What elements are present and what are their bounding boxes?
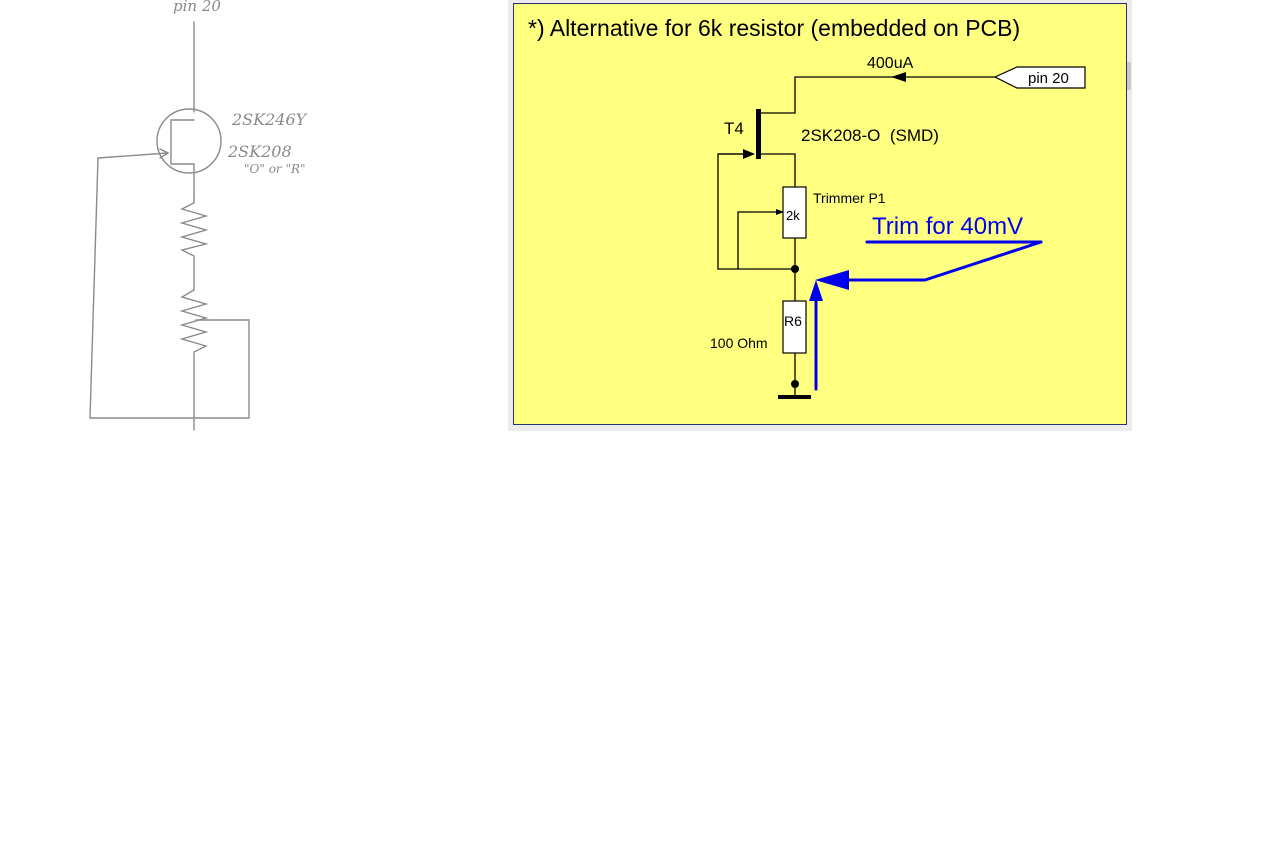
probe-arrow-icon xyxy=(809,280,823,301)
hand-drawn-sketch: pin 20 2SK246Y 2SK208 "O" or "R" xyxy=(89,0,308,431)
source-wire xyxy=(761,153,796,187)
transistor-ref: T4 xyxy=(724,119,744,138)
sketch-gate-arrow xyxy=(97,148,170,159)
sketch-jfet-channel xyxy=(170,119,195,199)
transistor-part: 2SK208-O (SMD) xyxy=(801,126,939,145)
jfet-channel-bar xyxy=(756,109,761,159)
schematic-title: *) Alternative for 6k resistor (embedded… xyxy=(528,15,1020,41)
current-label: 400uA xyxy=(867,55,914,72)
resistor-value: 100 Ohm xyxy=(710,335,768,351)
ground-junction-dot xyxy=(791,380,799,388)
trimmer-body xyxy=(782,186,807,239)
current-arrow-icon xyxy=(891,72,906,82)
junction-dot xyxy=(791,265,799,273)
schematic-panel: *) Alternative for 6k resistor (embedded… xyxy=(513,3,1127,425)
sketch-pin-label: pin 20 xyxy=(173,0,221,15)
trimmer-value: 2k xyxy=(786,208,800,223)
jfet-gate-arrow-icon xyxy=(743,149,755,159)
ground-icon xyxy=(778,395,811,399)
scrollbar-thumb[interactable] xyxy=(1127,62,1131,90)
sketch-part-label-1: 2SK246Y xyxy=(231,110,308,129)
resistor-ref: R6 xyxy=(784,313,802,329)
sketch-feedback-wire xyxy=(89,157,250,419)
schematic-diagram: *) Alternative for 6k resistor (embedded… xyxy=(528,15,1086,399)
pin-connector-icon xyxy=(993,66,1086,89)
sketch-jfet-symbol xyxy=(156,108,222,174)
trimmer-wiper-arrow-icon xyxy=(776,209,784,215)
resistor-r6-body xyxy=(782,300,807,354)
sketch-trimmer xyxy=(179,289,209,431)
trimmer-label: Trimmer P1 xyxy=(813,190,886,206)
sketch-part-label-2: 2SK208 xyxy=(227,142,292,161)
wiper-wire xyxy=(737,211,781,269)
sketch-part-label-3: "O" or "R" xyxy=(244,162,306,176)
pin-label: pin 20 xyxy=(1028,70,1069,87)
annotation-leader xyxy=(845,240,1043,282)
sketch-trimmer-wiper xyxy=(195,319,250,419)
sketch-resistor xyxy=(179,197,209,291)
trim-annotation: Trim for 40mV xyxy=(872,213,1023,240)
annotation-arrow-icon xyxy=(815,270,849,290)
supply-wire xyxy=(761,76,997,114)
